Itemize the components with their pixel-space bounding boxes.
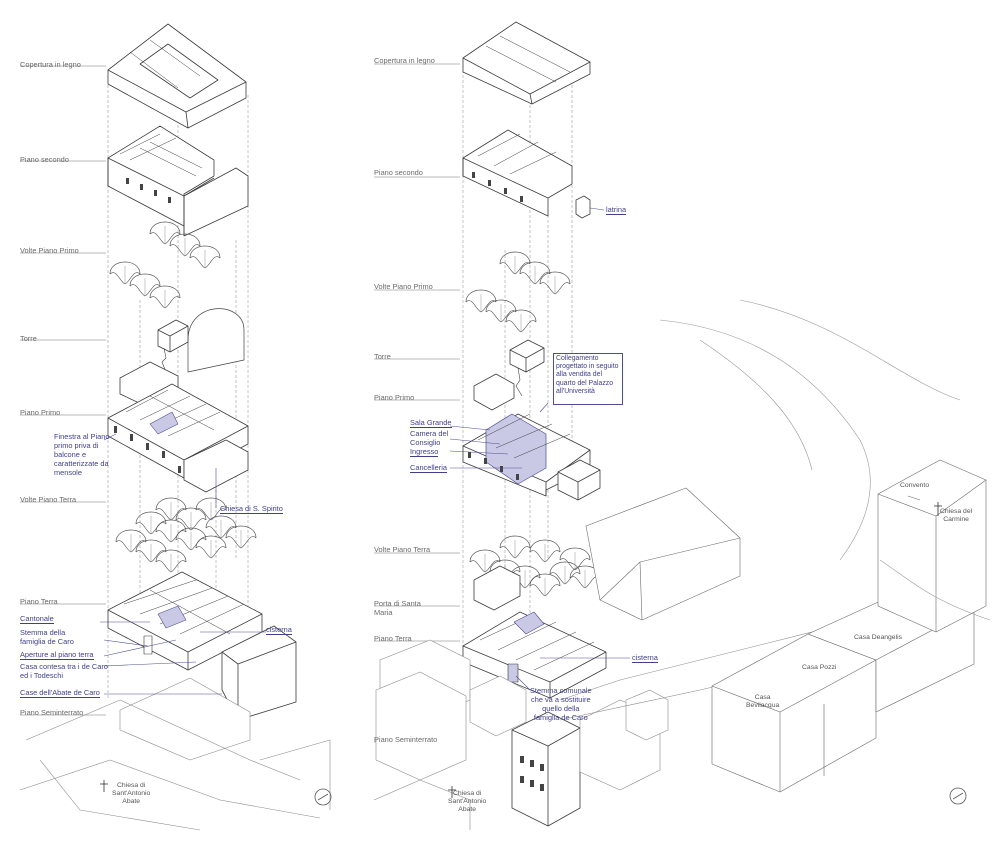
right-vaults-ground-floor: [469, 535, 601, 611]
right-roof: [462, 21, 591, 105]
annotation-finestra: Finestra al Piano primo priva di balcone…: [54, 432, 110, 477]
right-level-label: Piano Primo: [374, 393, 415, 402]
annotation-cantonale: Cantonale: [20, 614, 54, 624]
right-level-label: Copertura in legno: [374, 56, 435, 65]
annotation-ingresso: Ingresso: [410, 447, 439, 457]
annotation-case-abate: Case dell'Abate de Caro: [20, 688, 100, 698]
left-level-label: Volte Piano Terra: [20, 495, 77, 504]
left-level-label: Copertura in legno: [20, 60, 81, 69]
annotation-collegamento-box: Collegamento progettato in seguito alla …: [553, 353, 623, 405]
right-level-label: Torre: [374, 352, 391, 361]
annotation-stemma: Stemma della famiglia de Caro: [20, 628, 74, 646]
right-tower: [509, 339, 545, 397]
annotation-casa-contesa: Casa contesa tra i de Caro ed i Todeschi: [20, 662, 108, 680]
context-label-casa-deangelis: Casa Deangelis: [854, 634, 902, 641]
context-label-chiesa-carmine: Chiesa del Carmine: [940, 508, 973, 523]
left-vaults-first-floor: [109, 221, 245, 373]
context-label-casa-bevilacqua: Casa Bevilacqua: [746, 694, 780, 709]
right-basement-facade: [511, 711, 581, 827]
annotation-latrina: latrina: [606, 205, 627, 215]
context-label-convento: Convento: [900, 482, 930, 489]
left-level-label: Piano Seminterrato: [20, 708, 84, 717]
left-level-label: Piano Primo: [20, 408, 61, 417]
annotation-sala-grande: Sala Grande: [410, 418, 452, 428]
right-level-label: Piano Seminterrato: [374, 735, 438, 744]
church-label-left: Chiesa di Sant'Antonio Abate: [112, 782, 151, 805]
left-first-floor: [107, 361, 249, 493]
street-outlines: [659, 299, 991, 621]
right-level-label: Piano secondo: [374, 168, 423, 177]
left-axonometry: [19, 23, 331, 831]
annotation-leaders: [100, 402, 630, 695]
right-vaults-first-floor: [465, 251, 571, 333]
right-context-buildings: [373, 619, 941, 830]
annotation-cancelleria: Cancelleria: [410, 463, 447, 473]
annotation-collegamento: Collegamento progettato in seguito alla …: [556, 355, 619, 395]
left-tower: [157, 319, 189, 373]
annotation-aperture: Aperture al piano terra: [20, 650, 94, 660]
left-leader-lines: [20, 65, 106, 716]
church-label-right: Chiesa di Sant'Antonio Abate: [448, 790, 487, 813]
left-level-label: Piano Terra: [20, 597, 58, 606]
left-level-label: Torre: [20, 334, 37, 343]
annotation-camera: Camera del Consiglio: [410, 429, 449, 447]
left-roof: [107, 23, 247, 129]
annotation-chiesa-spirito: Chiesa di S. Spirito: [220, 504, 283, 514]
left-level-label: Piano secondo: [20, 155, 69, 164]
far-right-context: [711, 459, 987, 793]
right-level-label: Porta di Santa Maria: [374, 599, 421, 617]
right-axonometry: [373, 21, 991, 830]
north-arrow-right: [949, 787, 967, 805]
annotation-cisterna-right: cisterna: [632, 653, 658, 663]
right-level-label: Volte Piano Primo: [374, 282, 433, 291]
context-label-casa-pozzi: Casa Pozzi: [802, 664, 837, 671]
right-second-floor: [462, 129, 605, 219]
left-second-floor: [107, 125, 249, 237]
right-level-label: Volte Piano Terra: [374, 545, 431, 554]
annotation-cisterna-left: cisterna: [266, 625, 292, 635]
church-cross-icons: [100, 502, 942, 798]
annotation-stemma-comunale: Stemma comunale che va a sostituire quel…: [530, 686, 592, 722]
left-basement-context: [19, 677, 331, 831]
north-arrow-left: [314, 788, 332, 806]
right-neighbour-block: [585, 487, 741, 621]
left-level-label: Volte Piano Primo: [20, 246, 79, 255]
right-level-label: Piano Terra: [374, 634, 412, 643]
right-first-floor: [462, 373, 601, 501]
